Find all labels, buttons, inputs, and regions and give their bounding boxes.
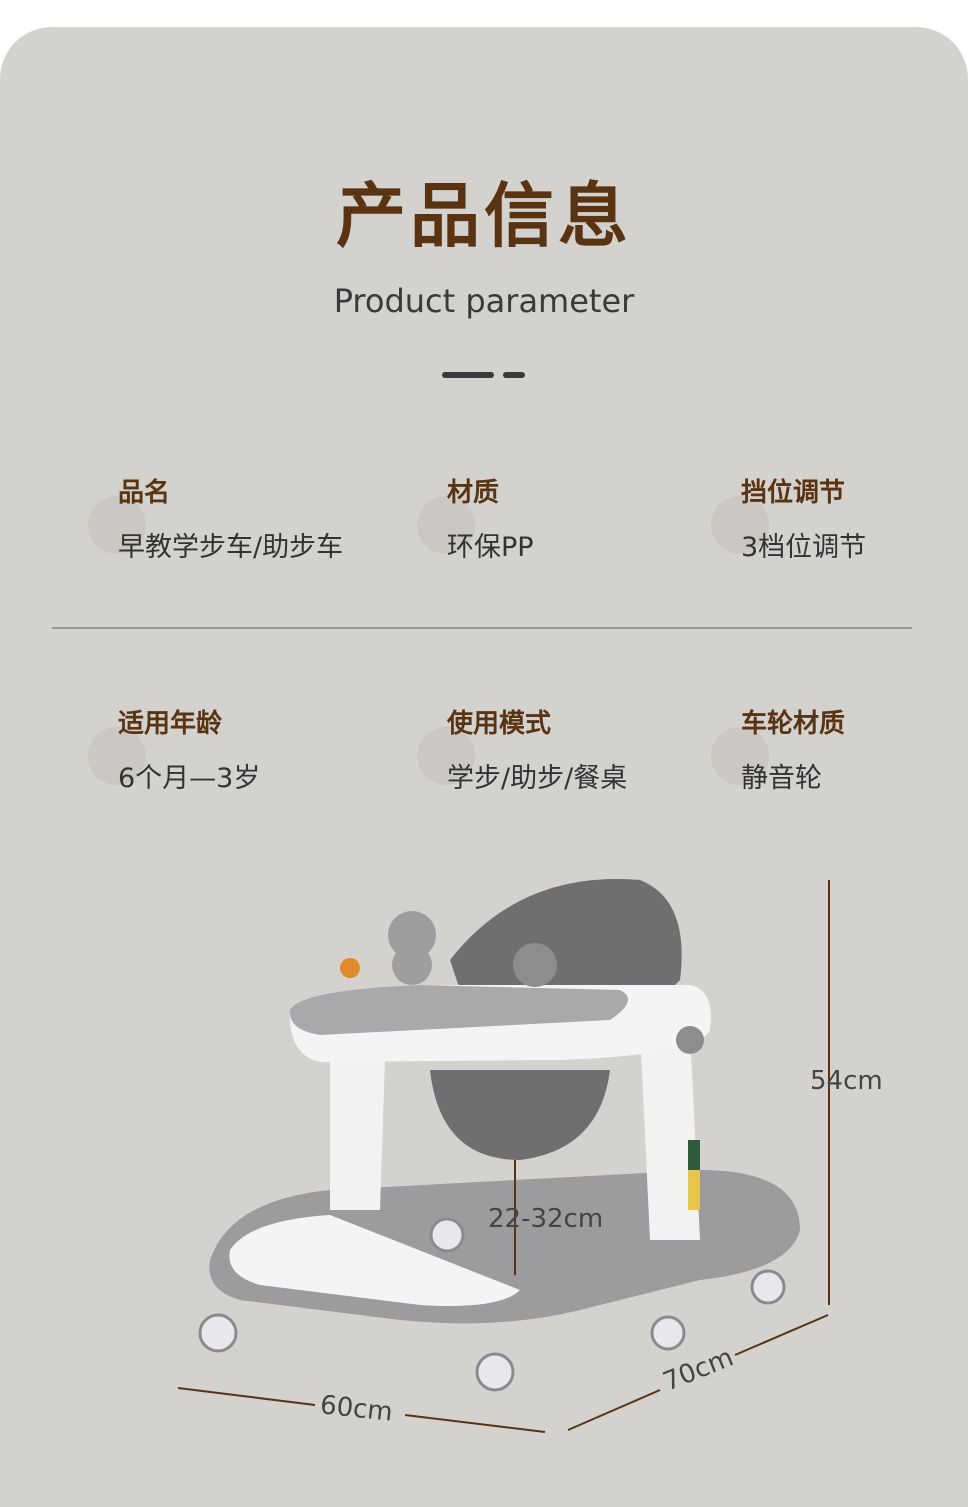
decor-circle <box>711 496 769 554</box>
dimension-height: 54cm <box>810 1066 883 1096</box>
param-label: 品名 <box>118 478 171 508</box>
param-mode: 使用模式学步/助步/餐桌 <box>417 703 628 795</box>
param-label: 挡位调节 <box>741 478 846 508</box>
divider <box>52 627 912 629</box>
param-value: 6个月—3岁 <box>118 763 261 794</box>
param-value: 学步/助步/餐桌 <box>447 763 628 794</box>
walker-wheels <box>198 1217 786 1392</box>
param-wheel: 车轮材质静音轮 <box>711 703 846 795</box>
param-label: 适用年龄 <box>118 709 223 739</box>
decor-circle <box>417 727 475 785</box>
decor-circle <box>711 727 769 785</box>
param-value: 静音轮 <box>741 763 822 794</box>
decor-circle <box>417 496 475 554</box>
param-material: 材质环保PP <box>417 472 534 564</box>
walker-tray <box>289 911 711 1062</box>
param-age: 适用年龄 6个月—3岁 <box>88 703 261 795</box>
param-value: 3档位调节 <box>741 532 867 563</box>
page-subtitle: Product parameter <box>333 282 635 320</box>
dimension-seat-height: 22-32cm <box>488 1204 604 1234</box>
page-title: 产品信息 <box>336 175 632 257</box>
param-label: 车轮材质 <box>741 709 846 739</box>
decor-circle <box>88 496 146 554</box>
decor-circle <box>88 727 146 785</box>
dimension-lines <box>177 880 830 1433</box>
param-label: 材质 <box>447 478 500 508</box>
walker-legs <box>330 1030 700 1240</box>
decor-dash-long <box>442 372 494 378</box>
param-name: 品名早教学步车/助步车 <box>88 472 344 564</box>
param-gear: 挡位调节 3档位调节 <box>711 472 867 564</box>
param-value: 环保PP <box>447 532 534 563</box>
param-label: 使用模式 <box>447 709 552 739</box>
param-value: 早教学步车/助步车 <box>118 532 344 563</box>
decor-dash-short <box>503 372 525 378</box>
walker-base <box>209 1170 800 1324</box>
walker-seat <box>430 879 682 1160</box>
